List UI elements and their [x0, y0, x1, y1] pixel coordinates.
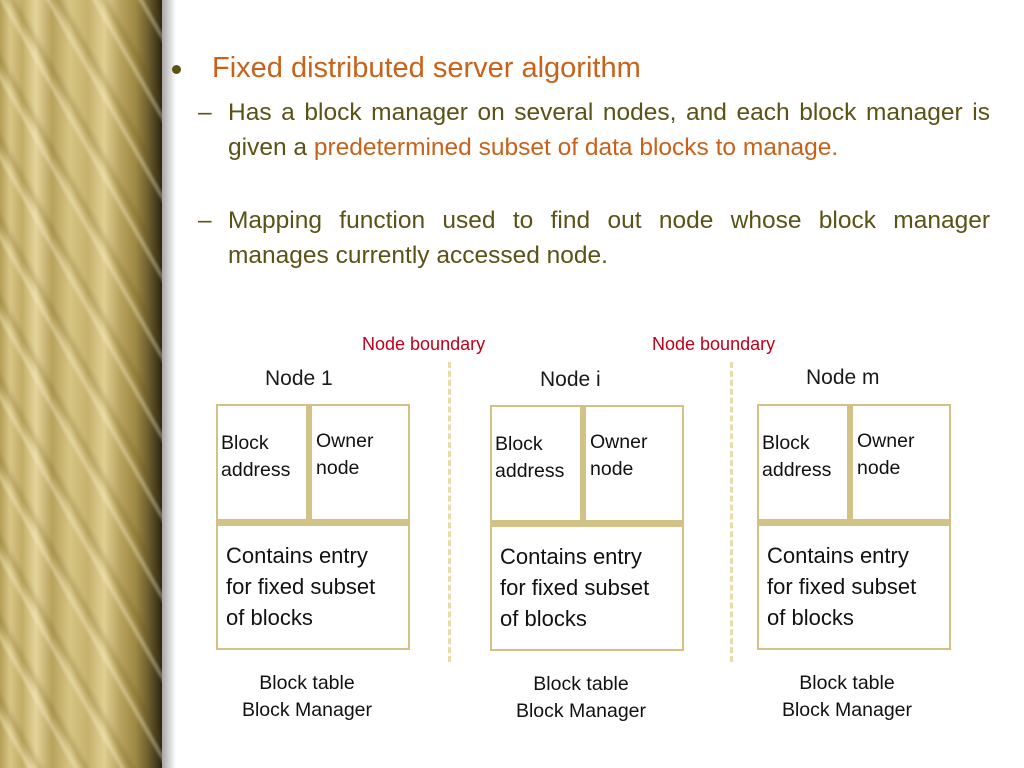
node-m-label: Node m — [806, 366, 880, 389]
column-divider — [847, 406, 853, 520]
row-divider — [492, 520, 682, 527]
bullet-dot-icon — [172, 65, 181, 74]
sub-bullet-2-text: Mapping function used to find out node w… — [228, 207, 990, 269]
column-divider — [306, 406, 312, 520]
dash-marker: – — [198, 207, 212, 234]
column-divider — [580, 407, 586, 521]
node-boundary-line — [448, 362, 451, 662]
row-divider — [218, 519, 408, 526]
sub-bullet-1-highlight: predetermined subset of data blocks to m… — [313, 133, 839, 161]
sub-bullet-1: – Has a block manager on several nodes, … — [198, 96, 990, 165]
row-divider — [759, 519, 949, 526]
node-boundary-line — [730, 362, 733, 662]
dash-marker: – — [198, 99, 212, 126]
node-boundary-label: Node boundary — [362, 334, 486, 354]
node-i-label: Node i — [540, 368, 601, 391]
bullet-heading: Fixed distributed server algorithm — [212, 52, 641, 84]
decorative-pillar — [0, 0, 162, 768]
node-boundary-label: Node boundary — [652, 334, 776, 354]
node-1-label: Node 1 — [265, 367, 333, 390]
pillar-shadow — [162, 0, 176, 768]
sub-bullet-1-text: Has a block manager on several nodes, an… — [228, 99, 990, 161]
sub-bullet-2: – Mapping function used to find out node… — [198, 204, 990, 273]
